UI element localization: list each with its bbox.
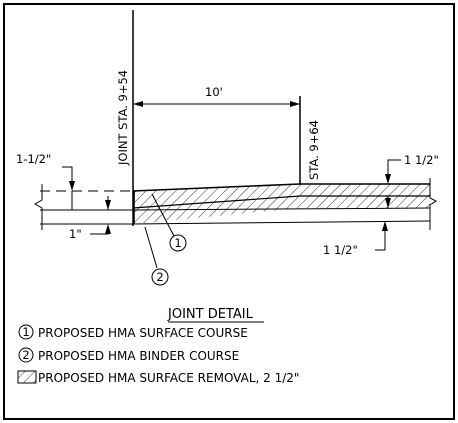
left-dimensions [62,166,111,235]
legend-item-3: PROPOSED HMA SURFACE REMOVAL, 2 1/2" [17,370,299,385]
surface-removal-hatch [133,184,430,224]
bottom-right-dimension-label: 1 1/2" [323,243,358,257]
svg-text:2: 2 [156,270,163,284]
legend-item-2: 2 PROPOSED HMA BINDER COURSE [18,347,239,363]
top-left-dimension-label: 1-1/2" [16,152,51,166]
svg-text:PROPOSED HMA BINDER COURSE: PROPOSED HMA BINDER COURSE [38,349,239,363]
svg-text:PROPOSED HMA SURFACE COURSE: PROPOSED HMA SURFACE COURSE [38,326,248,340]
right-dimensions [375,159,401,251]
pavement-section [33,178,437,230]
end-station-label: STA. 9+64 [307,120,321,180]
legend: 1 PROPOSED HMA SURFACE COURSE 2 PROPOSED… [17,324,299,385]
sheet-border [3,3,455,420]
legend-item-1: 1 PROPOSED HMA SURFACE COURSE [18,324,248,340]
svg-text:1: 1 [174,236,181,250]
callout-1: 1 [151,193,187,252]
length-dimension: 10' [133,85,300,107]
joint-station-label: JOINT STA. 9+54 [116,70,130,166]
detail-title: JOINT DETAIL [167,307,254,322]
bottom-left-dimension-label: 1" [69,227,82,241]
svg-text:2: 2 [22,348,29,362]
top-right-dimension-label: 1 1/2" [404,153,439,167]
length-dimension-label: 10' [205,85,223,99]
callout-2: 2 [144,226,169,286]
svg-text:PROPOSED HMA SURFACE REMOVAL,: PROPOSED HMA SURFACE REMOVAL, 2 1/2" [38,371,299,385]
svg-text:1: 1 [22,325,29,339]
hatch-swatch [17,370,37,384]
